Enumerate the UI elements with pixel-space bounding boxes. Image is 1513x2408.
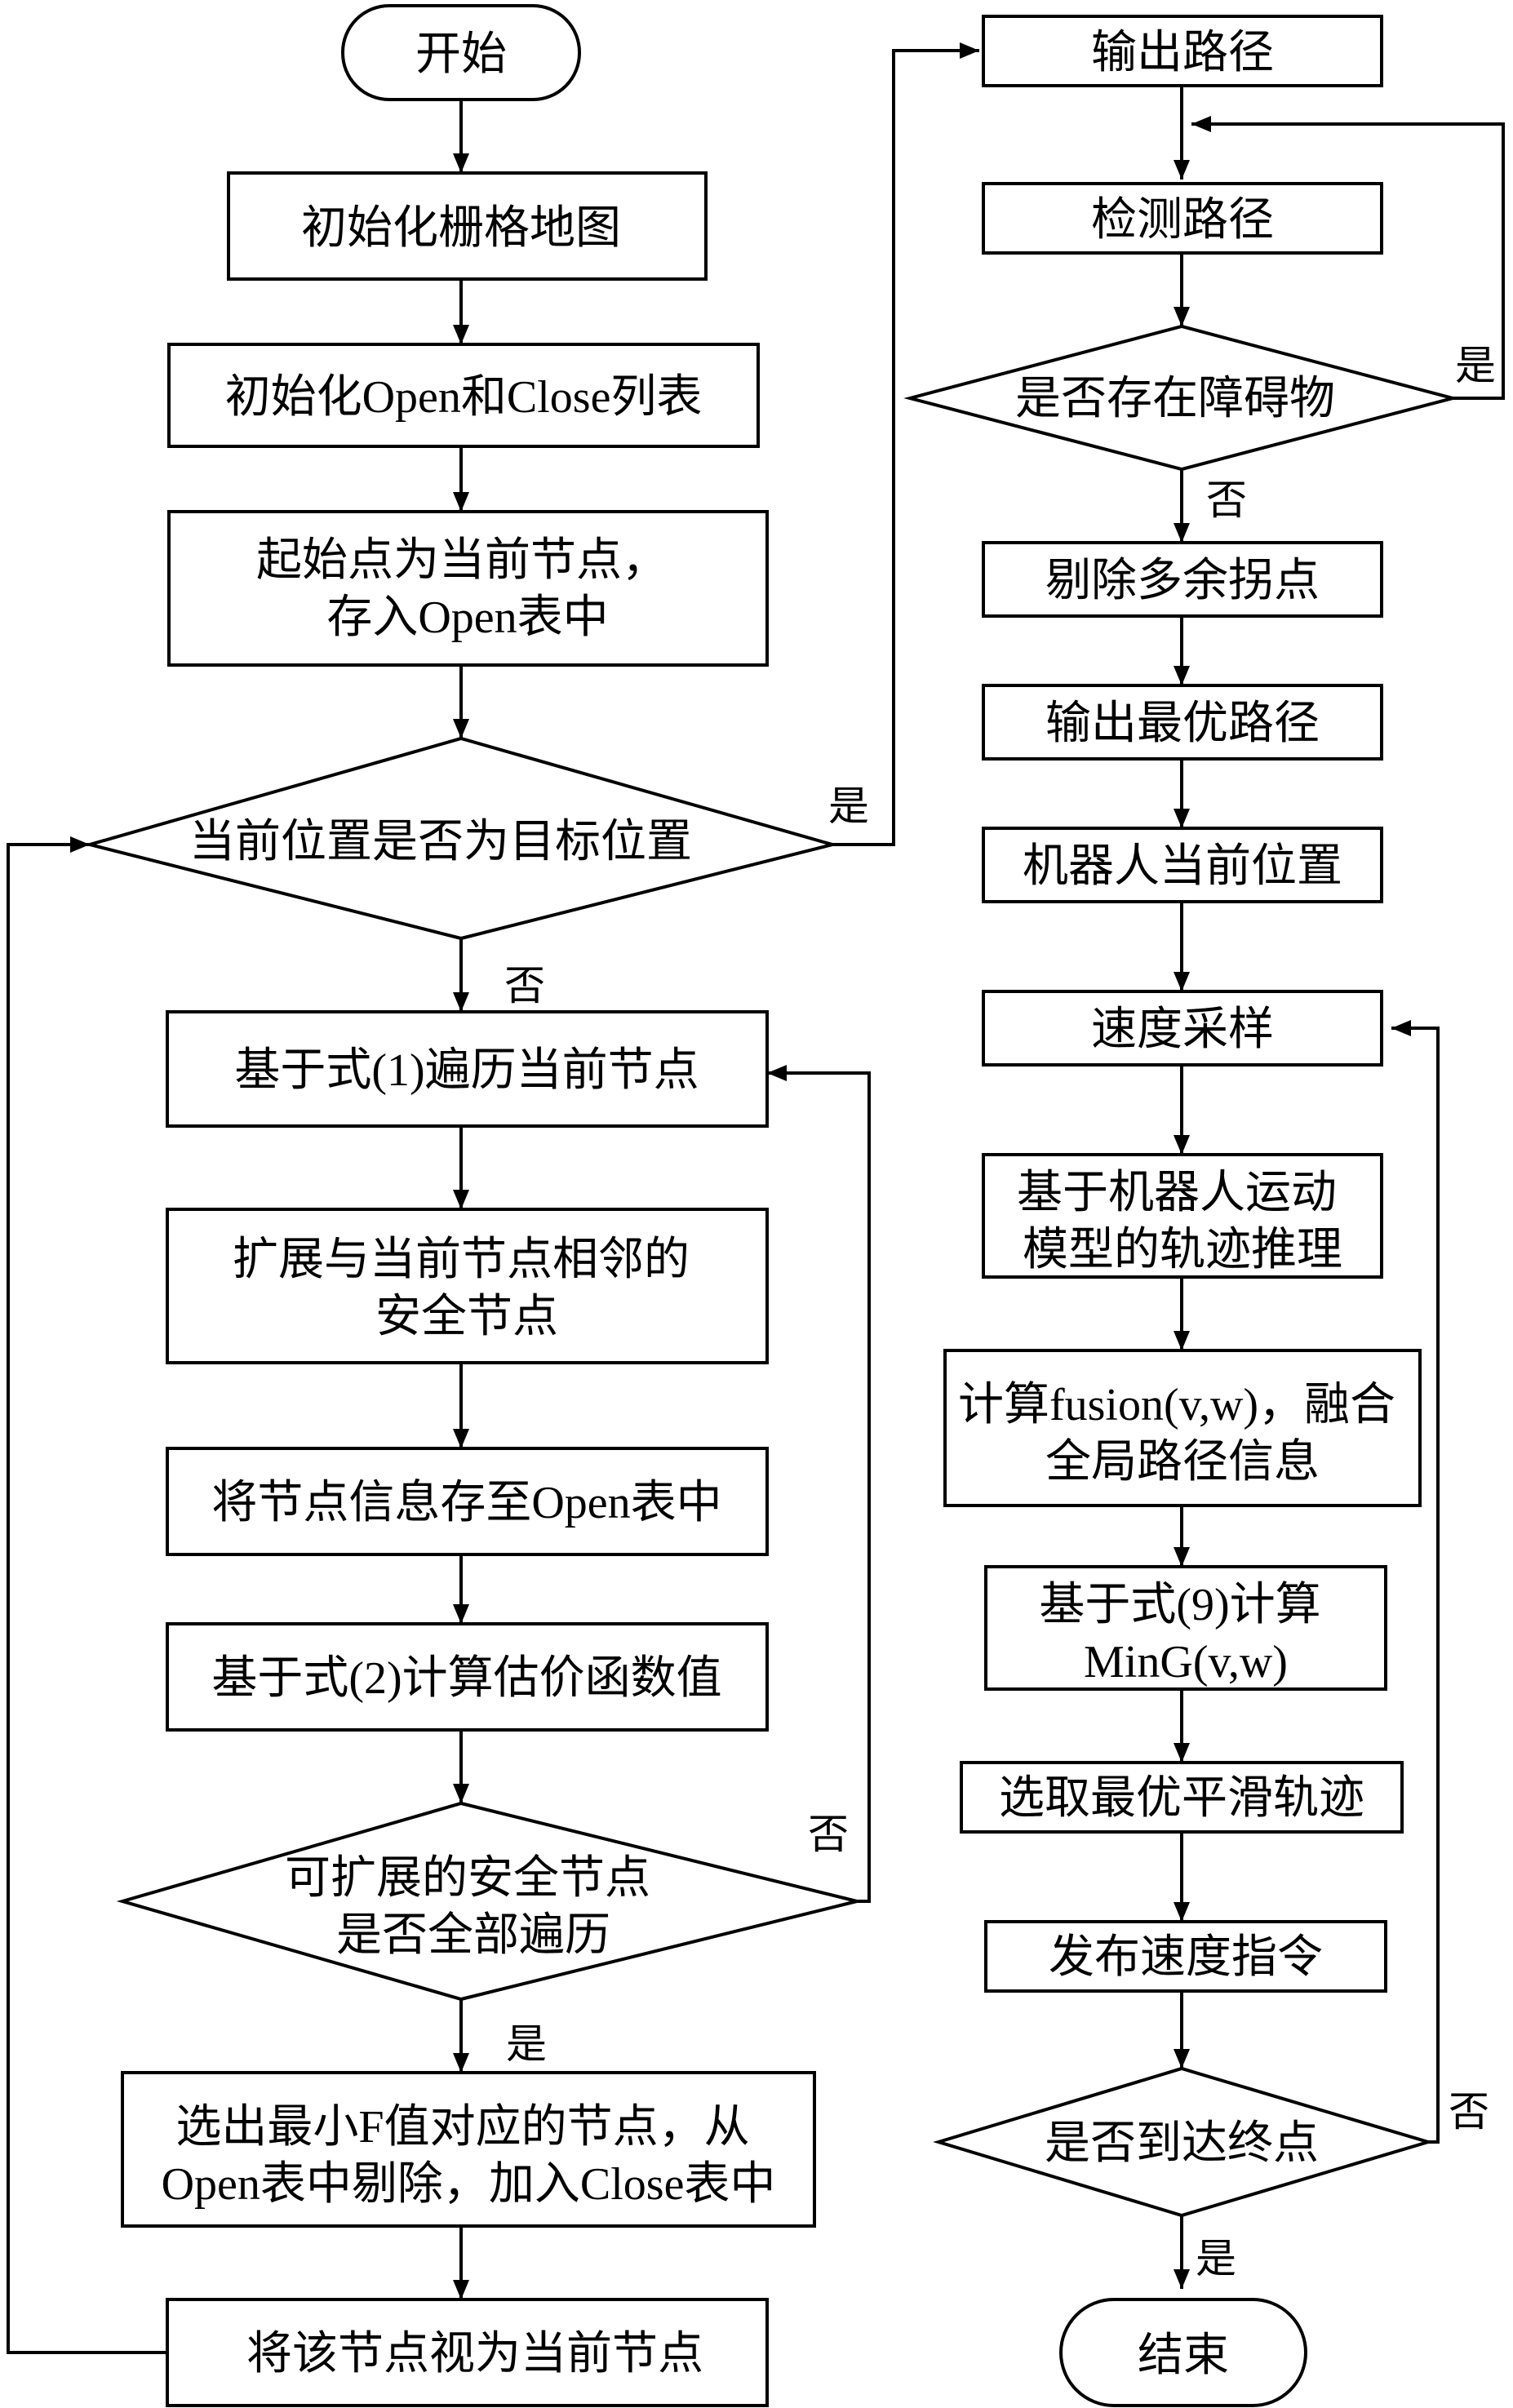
publish-vel-label: 发布速度指令 (1049, 1932, 1323, 1983)
ming-label: 基于式(9)计算 MinG(v,w) (1039, 1580, 1332, 1687)
is-goal-label: 当前位置是否为目标位置 (189, 817, 692, 867)
expand-box (166, 1208, 769, 1364)
node-labels: 开始 初始化栅格地图 初始化Open和Close列表 起始点为当前节点， 存入O… (162, 28, 1407, 2381)
obstacle-label: 是否存在障碍物 (1015, 374, 1335, 424)
start-terminal (341, 4, 581, 101)
edge-obstacle-check-path (1191, 116, 1505, 400)
velocity-sample-label: 速度采样 (1091, 1004, 1274, 1055)
store-open-label: 将节点信息存至Open表中 (211, 1478, 721, 1528)
robot-pos-label: 机器人当前位置 (1023, 841, 1342, 892)
output-path-label: 输出路径 (1091, 28, 1274, 78)
fusion-box (943, 1349, 1422, 1507)
output-best-label: 输出最优路径 (1045, 698, 1320, 749)
obstacle-decision (903, 324, 1459, 472)
start-label: 开始 (415, 29, 507, 80)
all-traversed-decision (116, 1801, 858, 2002)
obstacle-no-label: 否 (1206, 477, 1247, 523)
set-current-box (166, 2298, 769, 2407)
traversed-yes-label: 是 (506, 2021, 547, 2067)
start-node-box (167, 510, 769, 667)
fusion-label: 计算fusion(v,w)，融合 全局路径信息 (958, 1380, 1407, 1488)
reach-end-decision (933, 2066, 1435, 2218)
store-open-box (166, 1447, 769, 1556)
select-traj-label: 选取最优平滑轨迹 (999, 1773, 1364, 1824)
check-path-box (982, 182, 1383, 255)
goal-no-label: 否 (504, 963, 545, 1009)
check-path-label: 检测路径 (1091, 195, 1274, 246)
velocity-sample-box (982, 990, 1383, 1067)
obstacle-yes-label: 是 (1455, 343, 1496, 388)
output-best-box (982, 684, 1383, 761)
calc-cost-label: 基于式(2)计算估价函数值 (211, 1653, 721, 1704)
traversed-no-label: 否 (808, 1812, 849, 1857)
end-terminal (1059, 2298, 1307, 2407)
end-no-label: 否 (1449, 2089, 1489, 2135)
traverse-box (166, 1010, 769, 1128)
init-lists-box (167, 343, 760, 448)
reach-end-label: 是否到达终点 (1045, 2118, 1319, 2169)
start-node-label: 起始点为当前节点， 存入Open表中 (256, 535, 679, 643)
edge-all-traversed-traverse (767, 1065, 871, 1903)
is-goal-decision (83, 736, 839, 941)
traj-predict-label: 基于机器人运动 模型的轨迹推理 (1017, 1168, 1348, 1275)
calc-cost-box (166, 1622, 769, 1732)
traverse-label: 基于式(1)遍历当前节点 (234, 1045, 699, 1096)
ming-box (984, 1565, 1387, 1691)
select-traj-box (960, 1761, 1404, 1834)
select-min-label: 选出最小F值对应的节点，从 Open表中剔除，加入Close表中 (162, 2102, 776, 2210)
expand-label: 扩展与当前节点相邻的 安全节点 (233, 1235, 701, 1342)
select-min-box (121, 2071, 816, 2228)
robot-pos-box (982, 827, 1383, 903)
init-grid-label: 初始化栅格地图 (301, 203, 621, 254)
publish-vel-box (984, 1920, 1387, 1993)
init-grid-box (227, 171, 708, 281)
traj-predict-box (982, 1153, 1383, 1279)
remove-turns-box (982, 541, 1383, 618)
output-path-box (982, 15, 1383, 87)
edge-set-current-is-goal (7, 836, 167, 2354)
set-current-label: 将该节点视为当前节点 (246, 2329, 703, 2379)
init-lists-label: 初始化Open和Close列表 (225, 372, 703, 423)
nodes (83, 4, 1459, 2407)
edge-labels: 是 否 否 是 是 否 否 是 (504, 343, 1496, 2282)
all-traversed-label: 可扩展的安全节点 是否全部遍历 (285, 1853, 662, 1961)
remove-turns-label: 剔除多余拐点 (1045, 556, 1320, 606)
end-label: 结束 (1138, 2330, 1229, 2381)
edge-is-goal-output-path (832, 42, 979, 846)
end-yes-label: 是 (1196, 2236, 1236, 2282)
edges (7, 42, 1505, 2354)
edge-reach-end-velocity-sample (1391, 1020, 1440, 2144)
goal-yes-label: 是 (828, 783, 869, 829)
